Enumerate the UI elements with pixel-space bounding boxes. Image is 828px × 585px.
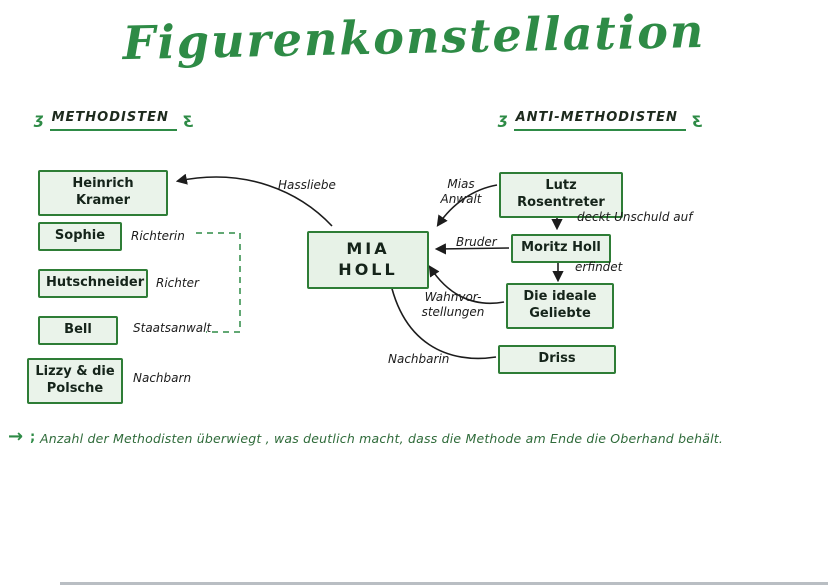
page-edge: [60, 582, 828, 585]
note-tick-mark: ;: [30, 430, 36, 445]
squiggle-icon: ʒ: [690, 110, 702, 128]
node-bell: Bell: [38, 316, 118, 345]
anti-methodisten-header-label: ANTI-METHODISTEN: [513, 110, 686, 131]
node-driss: Driss: [498, 345, 616, 374]
role-label-staatsanwalt: Staatsanwalt: [133, 321, 212, 335]
node-lizzy-und-die-polsche: Lizzy & die Polsche: [27, 358, 123, 404]
node-moritz-holl: Moritz Holl: [511, 234, 611, 263]
arrow-right-icon: →: [8, 426, 24, 447]
relation-label-deckt-unschuld-auf: deckt Unschuld auf: [577, 210, 693, 224]
relation-label-wahnvorstellungen: Wahnvor-stellungen: [421, 290, 485, 319]
methodisten-header: ʒ METHODISTEN ʒ: [34, 110, 192, 131]
node-mia-holl: MIA HOLL: [307, 231, 429, 289]
node-heinrich-kramer: Heinrich Kramer: [38, 170, 168, 216]
relation-label-bruder: Bruder: [456, 235, 497, 249]
relation-label-erfindet: erfindet: [575, 260, 623, 274]
relation-label-mias-anwalt: Mias Anwalt: [440, 177, 482, 206]
page-title: Figurenkonstellation: [122, 3, 706, 71]
anti-methodisten-header: ʒ ANTI-METHODISTEN ʒ: [498, 110, 702, 131]
node-sophie: Sophie: [38, 222, 122, 251]
relation-label-nachbarin: Nachbarin: [388, 352, 450, 366]
methodisten-header-label: METHODISTEN: [49, 110, 177, 131]
node-hutschneider: Hutschneider: [38, 269, 148, 298]
node-die-ideale-geliebte: Die ideale Geliebte: [506, 283, 614, 329]
role-label-richterin: Richterin: [131, 229, 185, 243]
relation-label-hassliebe: Hassliebe: [278, 178, 336, 192]
court-group-dashed-bracket: [196, 232, 241, 333]
squiggle-icon: ʒ: [498, 110, 509, 128]
node-lutz-rosentreter: Lutz Rosentreter: [499, 172, 623, 218]
squiggle-icon: ʒ: [34, 110, 45, 128]
role-label-richter: Richter: [156, 276, 199, 290]
squiggle-icon: ʒ: [181, 110, 193, 128]
role-label-nachbarn: Nachbarn: [133, 371, 192, 385]
conclusion-note: Anzahl der Methodisten überwiegt , was d…: [40, 431, 724, 446]
